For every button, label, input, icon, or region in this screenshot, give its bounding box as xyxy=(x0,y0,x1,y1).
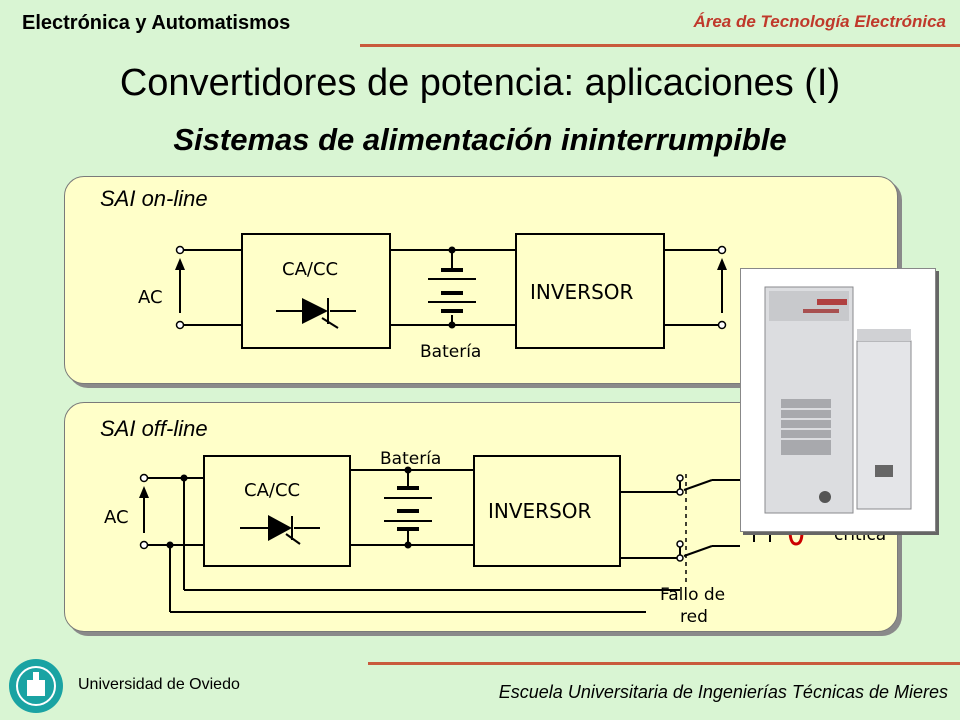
online-ac-label: AC xyxy=(138,287,163,308)
offline-battery-label: Batería xyxy=(380,449,441,469)
arrow-up-icon xyxy=(717,258,727,270)
offline-label: SAI off-line xyxy=(100,416,208,441)
fault-label-line2: red xyxy=(680,607,708,627)
ups-cabinet-icon xyxy=(764,286,912,514)
online-rectifier-box xyxy=(241,233,391,349)
course-title: Electrónica y Automatismos xyxy=(22,12,291,34)
offline-inverter-box xyxy=(473,455,621,567)
arrow-up-icon xyxy=(175,258,185,270)
offline-battery-cell xyxy=(397,486,419,490)
online-battery-cell xyxy=(441,268,463,272)
slide-title: Convertidores de potencia: aplicaciones … xyxy=(119,62,841,104)
fault-label-line1: Fallo de xyxy=(660,585,725,605)
area-title: Área de Tecnología Electrónica xyxy=(693,12,946,31)
offline-rectifier-box xyxy=(203,455,351,567)
online-thyristor-icon xyxy=(302,298,328,324)
header-divider xyxy=(360,44,960,47)
offline-thyristor-icon xyxy=(268,515,292,541)
online-battery-label: Batería xyxy=(420,342,481,362)
offline-rectifier-label: CA/CC xyxy=(244,480,300,501)
school-name: Escuela Universitaria de Ingenierías Téc… xyxy=(498,682,948,702)
university-name: Universidad de Oviedo xyxy=(78,676,240,693)
slide-subtitle: Sistemas de alimentación ininterrumpible xyxy=(173,122,787,157)
online-label: SAI on-line xyxy=(100,186,208,211)
ups-cabinet-photo xyxy=(740,268,936,532)
footer-divider xyxy=(368,662,960,665)
university-logo-icon xyxy=(9,659,63,713)
online-rectifier-label: CA/CC xyxy=(282,259,338,280)
online-inverter-label: INVERSOR xyxy=(530,280,634,304)
arrow-up-icon xyxy=(139,486,149,498)
offline-ac-label: AC xyxy=(104,507,129,528)
offline-inverter-label: INVERSOR xyxy=(488,499,592,523)
online-inverter-box xyxy=(515,233,665,349)
